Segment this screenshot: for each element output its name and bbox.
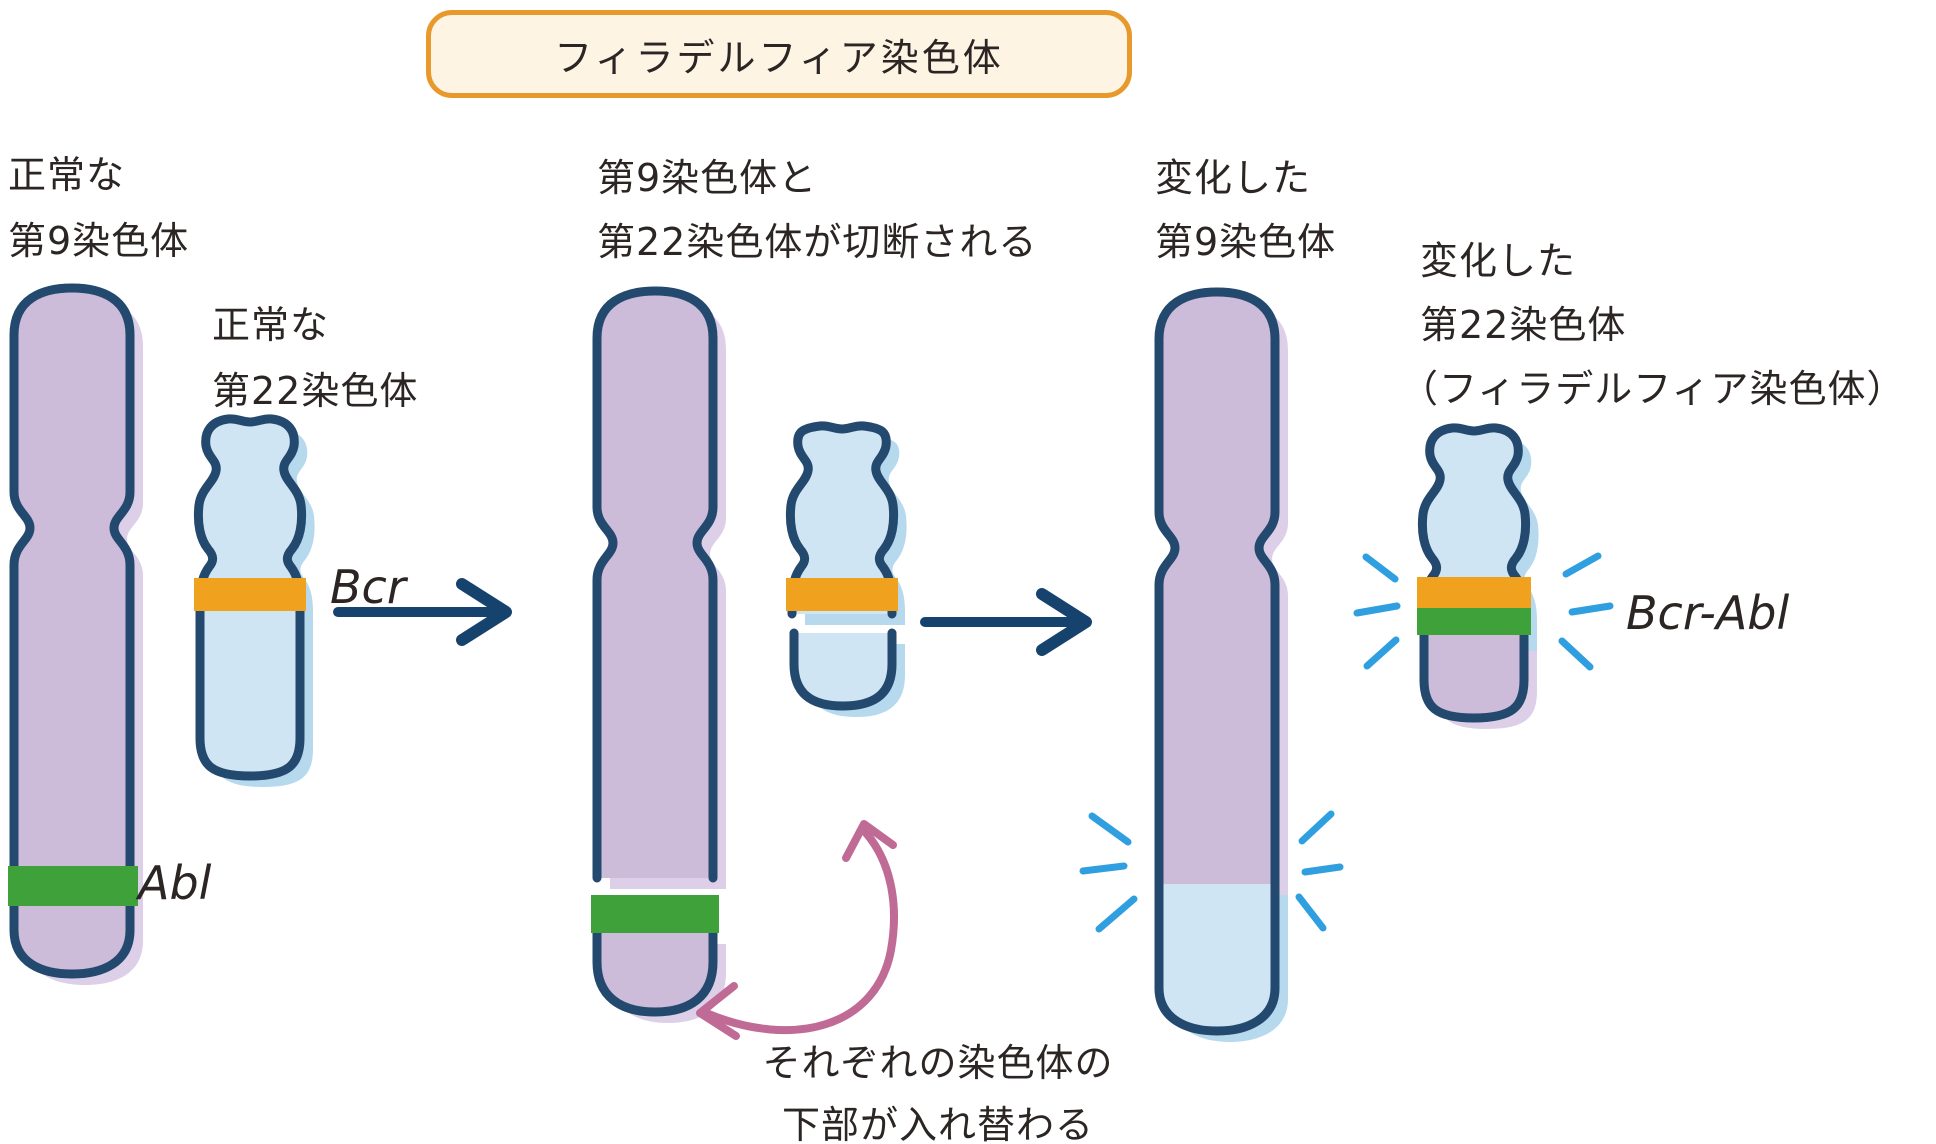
- abl-band: [8, 866, 138, 906]
- chromosome-9-changed: [1154, 287, 1288, 1042]
- chr22-cut-fragment: [789, 628, 897, 711]
- translocated-chr22-segment: [1159, 884, 1275, 1031]
- label-swap-note: それぞれの染色体の 下部が入れ替わる: [762, 1041, 1114, 1144]
- abl-band-fragment: [591, 895, 719, 933]
- arrow-step-1: [333, 578, 512, 646]
- bcr-band-cut: [786, 578, 898, 611]
- emphasis-dashes-chr9: [1079, 810, 1344, 933]
- chromosome-22-cut: [785, 421, 907, 717]
- chromosome-22-philadelphia: [1417, 423, 1539, 729]
- swap-arrowhead-left: [696, 982, 740, 1040]
- label-gene-bcr: Bcr: [330, 560, 406, 614]
- page-title: フィラデルフィア染色体: [554, 35, 1004, 80]
- label-gene-abl: Abl: [138, 856, 212, 910]
- swap-arrow: [696, 820, 898, 1040]
- translocated-chr9-segment: [1422, 620, 1526, 718]
- bcr-band-fused: [1417, 577, 1531, 608]
- label-normal-chr9: 正常な 第9染色体: [8, 153, 190, 263]
- abl-band-fused: [1417, 608, 1531, 635]
- arrow-step-2: [920, 588, 1092, 656]
- label-normal-chr22: 正常な 第22染色体: [212, 303, 419, 413]
- bcr-band: [194, 578, 306, 611]
- emphasis-dashes-bcr-abl: [1353, 552, 1614, 671]
- label-changed-chr22: 変化した 第22染色体 （フィラデルフィア染色体）: [1400, 239, 1906, 411]
- chr9-cut-fragment: [592, 928, 718, 1017]
- swap-arrowhead-up: [842, 820, 897, 862]
- label-cut-step: 第9染色体と 第22染色体が切断される: [597, 156, 1038, 264]
- chromosome-9-normal: [8, 283, 143, 985]
- label-changed-chr9: 変化した 第9染色体: [1155, 156, 1337, 264]
- title-box: フィラデルフィア染色体: [426, 10, 1132, 98]
- chromosome-22-normal: [193, 414, 315, 787]
- chromosome-9-cut: [591, 286, 726, 1023]
- label-gene-bcr-abl: Bcr-Abl: [1626, 586, 1790, 640]
